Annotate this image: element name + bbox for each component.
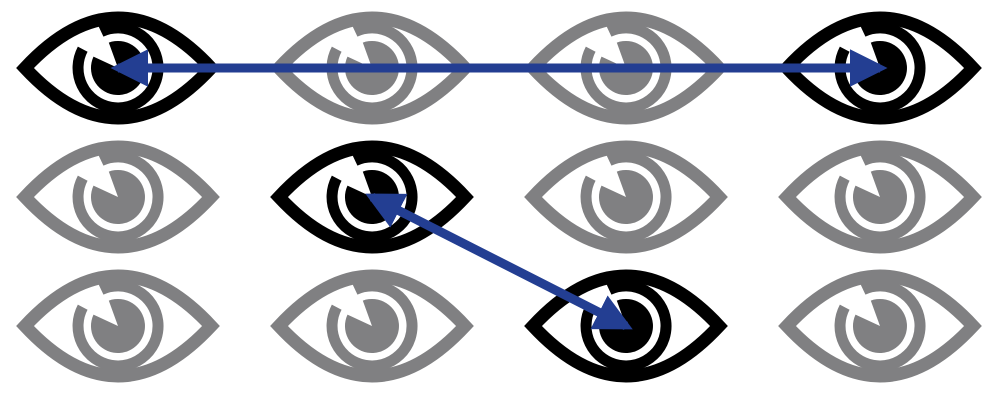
iris-ring xyxy=(72,151,164,243)
eye-inactive-r1-c0 xyxy=(16,140,220,254)
iris-ring xyxy=(72,280,164,372)
pupil xyxy=(852,298,907,353)
eye-inactive-r1-c2 xyxy=(524,140,728,254)
eye-inactive-r2-c3 xyxy=(778,269,982,383)
eye-inactive-r2-c1 xyxy=(270,269,474,383)
gaze-arrow-1 xyxy=(365,192,633,331)
iris-ring xyxy=(72,22,164,114)
iris-ring xyxy=(834,151,926,243)
pupil xyxy=(90,298,145,353)
gaze-arrows xyxy=(110,49,888,331)
pupil xyxy=(852,169,907,224)
iris-ring xyxy=(580,280,672,372)
iris-ring xyxy=(834,280,926,372)
eye-inactive-r1-c3 xyxy=(778,140,982,254)
eye-inactive-r2-c0 xyxy=(16,269,220,383)
pupil xyxy=(90,169,145,224)
